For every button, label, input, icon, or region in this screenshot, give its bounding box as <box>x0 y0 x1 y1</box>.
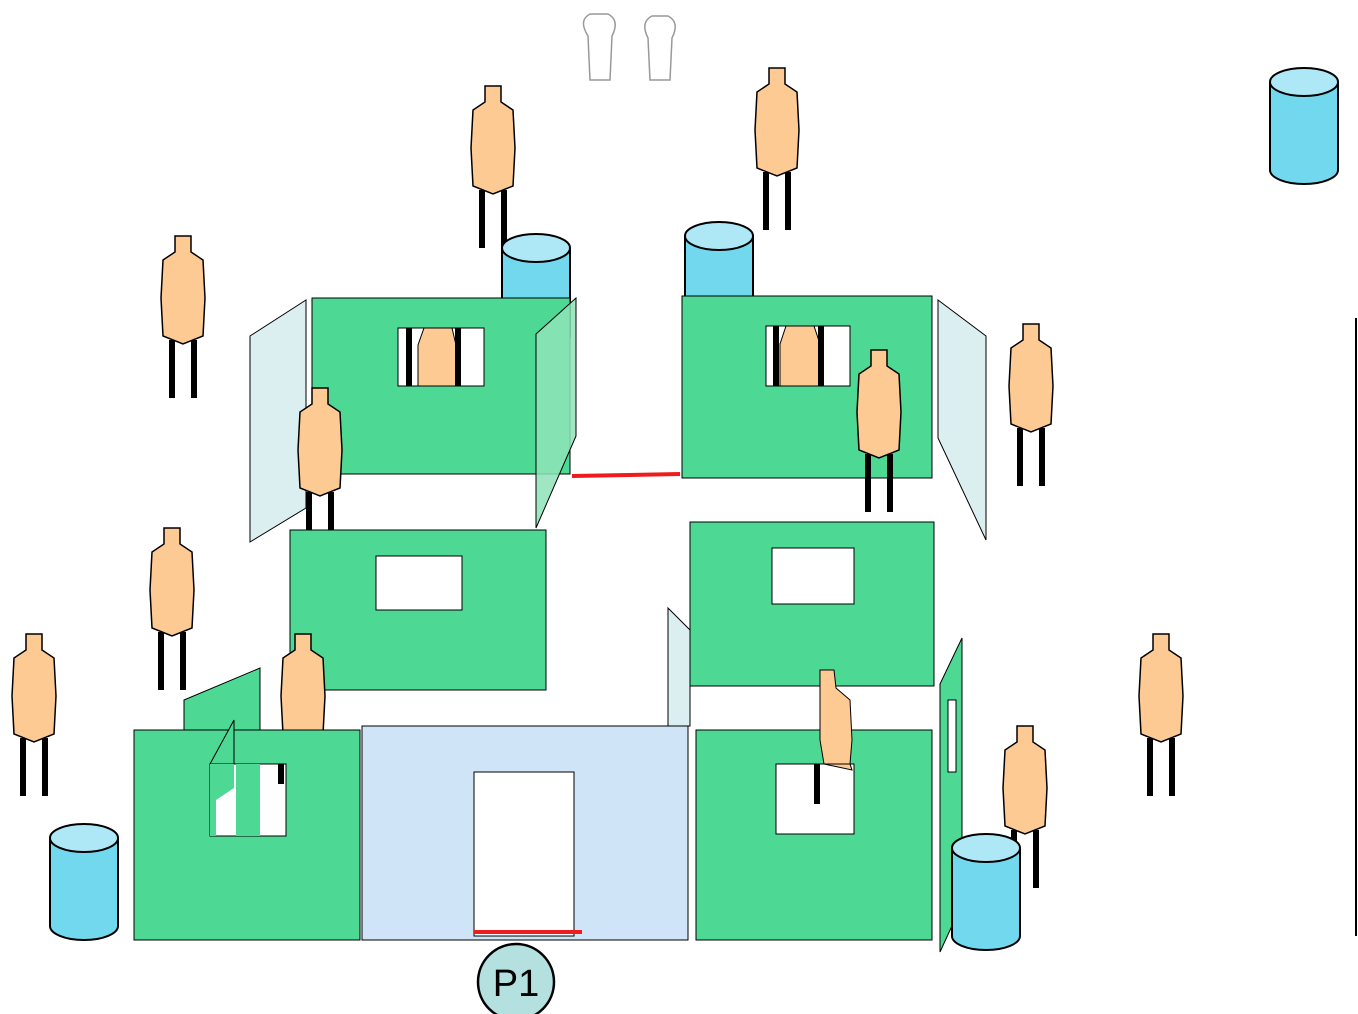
cardboard-target-icon <box>470 85 516 249</box>
cardboard-target-icon <box>1008 323 1054 487</box>
barrel-icon <box>951 833 1021 951</box>
cardboard-target-icon <box>297 387 343 551</box>
wall-bottom-right <box>695 729 933 941</box>
wing-panel <box>249 299 307 543</box>
fault-line <box>571 472 681 478</box>
wing-panel <box>667 606 691 727</box>
start-door <box>473 771 575 937</box>
wing-panel <box>535 296 577 529</box>
barrel-icon <box>1269 67 1339 185</box>
cardboard-target-icon <box>856 349 902 513</box>
position-marker-label: P1 <box>493 963 539 1005</box>
cardboard-target-icon <box>1138 633 1184 797</box>
cardboard-target-icon <box>11 633 57 797</box>
no-shoot-target-icon <box>582 13 676 81</box>
wall-window <box>375 555 463 611</box>
cardboard-target-icon <box>160 235 206 399</box>
position-marker: P1 <box>476 942 556 1014</box>
wall-window <box>771 547 855 605</box>
cardboard-target-icon <box>149 527 195 691</box>
wing-panel <box>937 299 987 541</box>
cardboard-target-icon <box>754 67 800 231</box>
barrel-icon <box>49 823 119 941</box>
